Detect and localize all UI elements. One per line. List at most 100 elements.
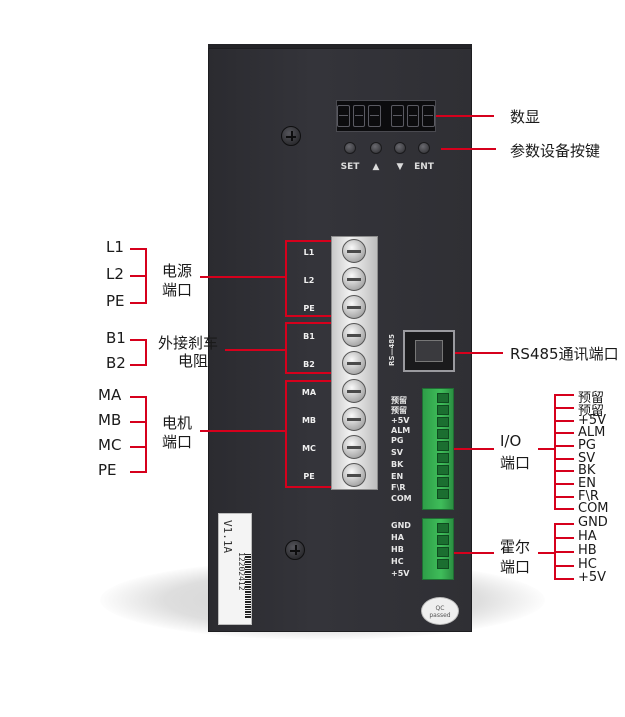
callout-display: 数显	[510, 108, 541, 126]
mount-screw-top	[281, 126, 301, 146]
version-sticker: V1.1A 12202412	[218, 513, 252, 625]
callout-motor: 电机	[162, 414, 193, 432]
rs485-port[interactable]	[403, 330, 455, 372]
ent-key-label: ENT	[414, 162, 434, 172]
terminal-screw	[342, 463, 366, 487]
qc-passed-sticker: QC passed	[421, 597, 459, 625]
motor-pin: MC	[98, 436, 122, 454]
motor-pin: PE	[98, 461, 117, 479]
display-digit	[391, 105, 404, 127]
ent-button[interactable]	[418, 142, 430, 154]
motor-pin: MA	[98, 386, 122, 404]
set-key-label: SET	[340, 162, 360, 172]
motor-bracket	[145, 396, 147, 473]
callout-rs485: RS485通讯端口	[510, 345, 619, 363]
io-pin-label: 预留	[391, 406, 407, 415]
terminal-label: L1	[303, 248, 315, 257]
terminal-label: MA	[301, 388, 317, 397]
hall-callout-pin: HB	[578, 543, 597, 558]
terminal-label: MC	[302, 444, 316, 453]
io-callout-pin: PG	[578, 438, 596, 453]
display-digit	[422, 105, 435, 127]
terminal-label: MB	[301, 416, 317, 425]
terminal-screw	[342, 435, 366, 459]
callout-power: 端口	[162, 281, 193, 299]
callout-motor: 端口	[162, 433, 193, 451]
callout-line-io	[454, 448, 494, 450]
terminal-screw	[342, 267, 366, 291]
callout-line-power	[200, 276, 285, 278]
io-pin-label: 预留	[391, 396, 407, 405]
callout-line-brake	[225, 349, 285, 351]
power-terminal-bracket	[285, 240, 287, 316]
brake-bracket	[145, 339, 147, 366]
callout-line-io-bracket	[538, 448, 554, 450]
callout-keys: 参数设备按键	[510, 142, 601, 160]
parameter-keys: SET ▲ ▼ ENT	[336, 140, 436, 180]
display-digit	[368, 105, 381, 127]
hall-callout-pin: GND	[578, 515, 608, 530]
terminal-screw	[342, 239, 366, 263]
hall-callout-pin: +5V	[578, 570, 607, 585]
io-pin-label: BK	[391, 460, 404, 469]
digital-display	[336, 100, 436, 132]
terminal-screw	[342, 407, 366, 431]
terminal-screw	[342, 323, 366, 347]
hall-connector[interactable]	[422, 518, 454, 580]
callout-hall-title: 霍尔	[500, 538, 531, 556]
rs485-vertical-label: RS—485	[388, 334, 396, 367]
callout-hall-title: 端口	[500, 558, 531, 576]
brake-terminal-bracket	[285, 322, 287, 374]
terminal-screw	[342, 379, 366, 403]
callout-line-hall-bracket	[538, 552, 554, 554]
display-digit	[406, 105, 420, 127]
serial-number: 12202412	[237, 552, 246, 591]
io-callout-pin: F\R	[578, 489, 599, 504]
callout-bracket-io	[554, 394, 556, 510]
terminal-label: B2	[303, 360, 315, 369]
io-pin-label: F\R	[391, 483, 406, 492]
down-button[interactable]	[394, 142, 406, 154]
callout-line-hall	[454, 552, 494, 554]
io-callout-pin: EN	[578, 476, 596, 491]
io-pin-label: EN	[391, 472, 404, 481]
mount-screw-bottom	[285, 540, 305, 560]
callout-io-title: I/O	[500, 432, 522, 450]
callout-power: 电源	[162, 262, 193, 280]
callout-line-rs485	[455, 352, 503, 354]
io-callout-pin: COM	[578, 501, 609, 516]
power-terminal-block	[331, 236, 378, 490]
io-pin-label: ALM	[391, 426, 411, 435]
callout-io-title: 端口	[500, 454, 531, 472]
terminal-label: PE	[303, 304, 315, 313]
up-button[interactable]	[370, 142, 382, 154]
motor-pin: MB	[98, 411, 122, 429]
terminal-label: L2	[303, 276, 315, 285]
callout-brake: 外接刹车	[158, 334, 219, 352]
io-connector[interactable]	[422, 388, 454, 510]
io-pin-label: +5V	[391, 416, 410, 425]
hall-callout-pin: HC	[578, 557, 597, 572]
set-button[interactable]	[344, 142, 356, 154]
io-pin-label: SV	[391, 448, 403, 457]
barcode	[245, 554, 251, 618]
power-pin: L2	[106, 265, 124, 283]
hall-pin-label: HC	[391, 557, 404, 566]
power-pin: PE	[106, 292, 125, 310]
display-digit	[352, 105, 366, 127]
terminal-label: B1	[303, 332, 315, 341]
version-text: V1.1A	[221, 520, 234, 554]
io-pin-label: COM	[391, 494, 412, 503]
down-key-label: ▼	[396, 162, 404, 172]
terminal-screw	[342, 295, 366, 319]
hall-callout-pin: HA	[578, 529, 597, 544]
io-callout-pin: SV	[578, 451, 596, 466]
callout-brake: 电阻	[178, 352, 209, 370]
io-callout-pin: +5V	[578, 413, 607, 428]
up-key-label: ▲	[372, 162, 380, 172]
terminal-screw	[342, 351, 366, 375]
hall-pin-label: GND	[391, 521, 411, 530]
io-callout-pin: ALM	[578, 425, 606, 440]
hall-pin-label: HB	[391, 545, 404, 554]
motor-terminal-bracket	[285, 380, 287, 488]
